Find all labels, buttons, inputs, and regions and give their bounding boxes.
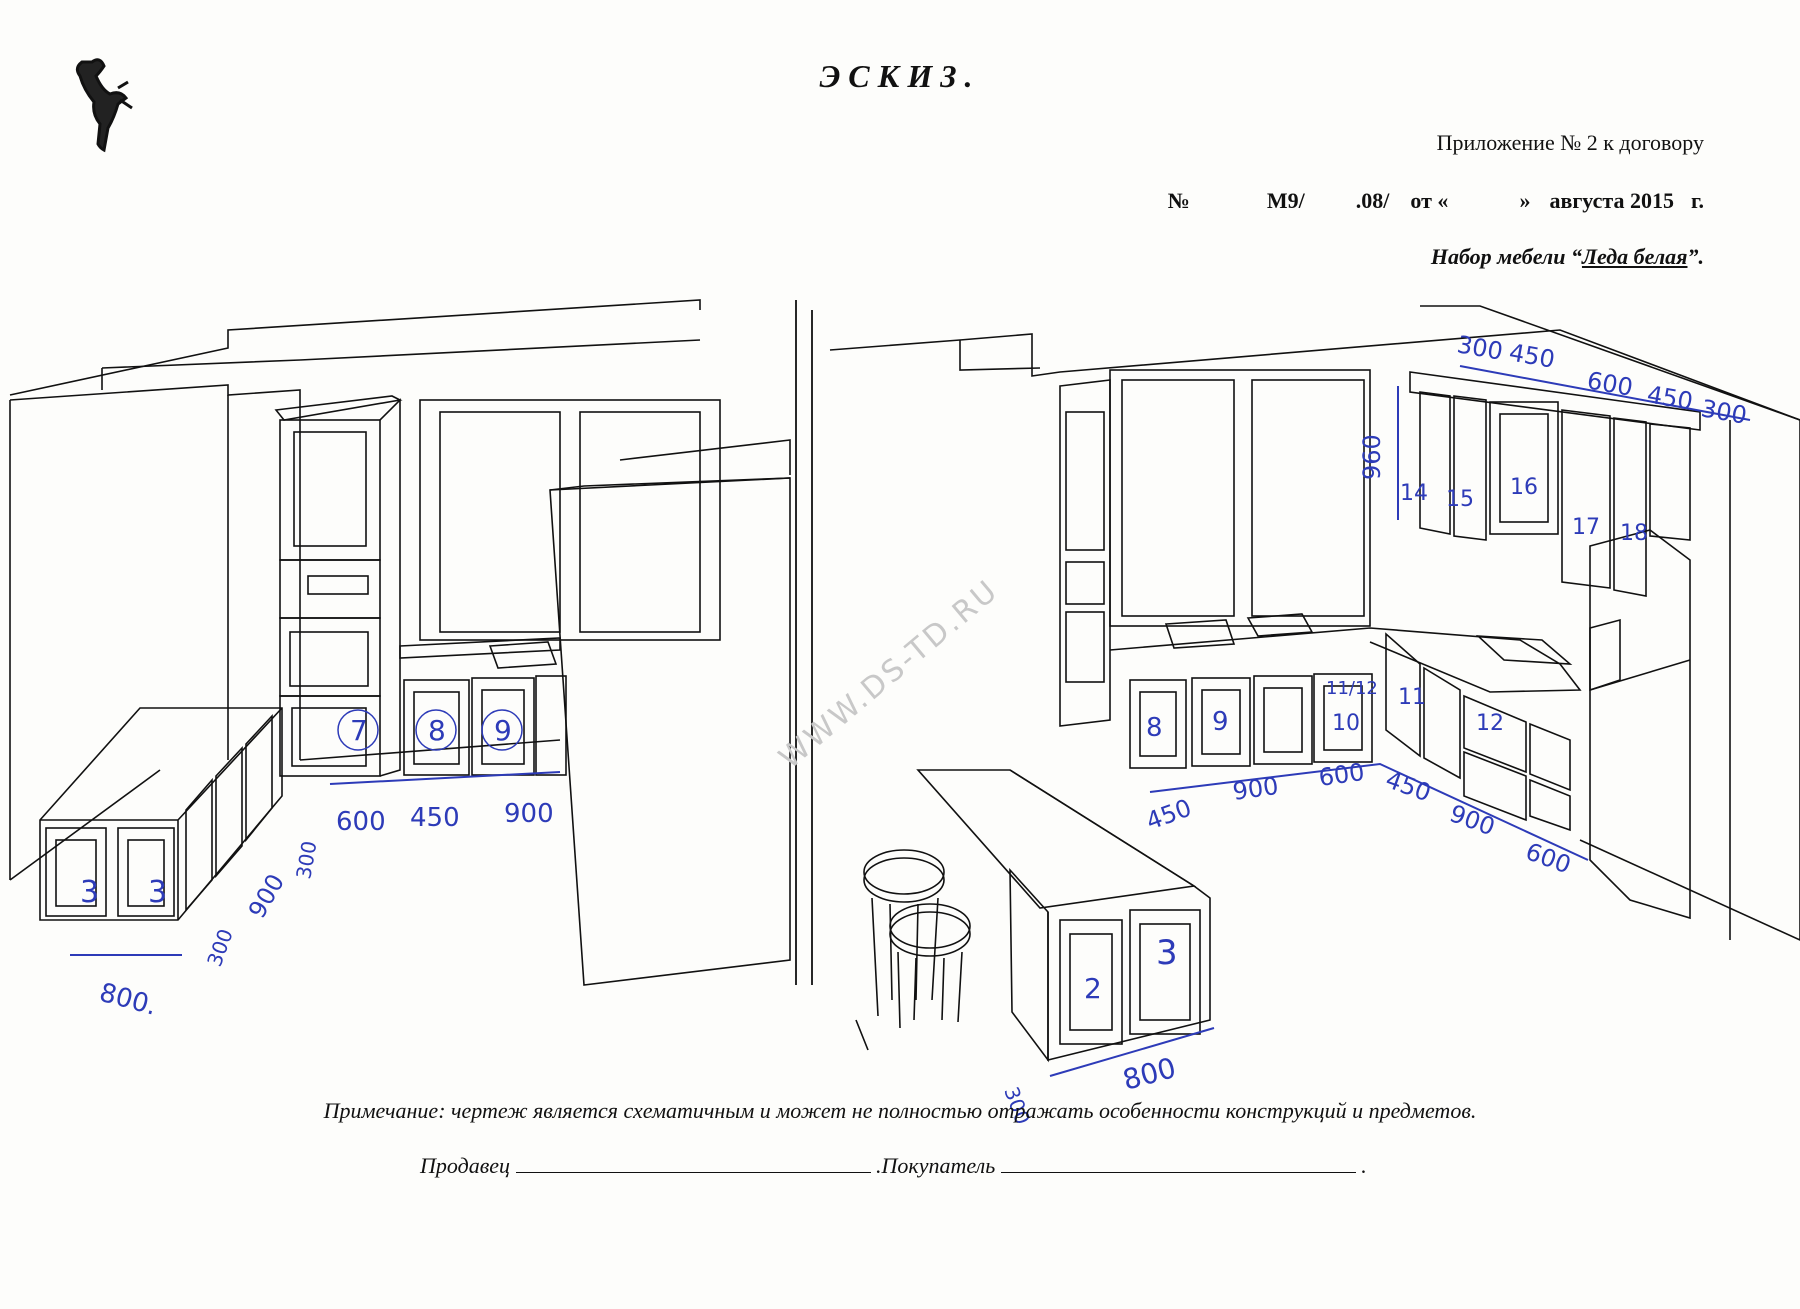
furniture-set-line: Набор мебели “Леда белая”. — [1431, 244, 1704, 270]
module-no: 12 — [1476, 711, 1504, 736]
module-no: 9 — [1212, 707, 1229, 737]
hermes-logo-icon — [75, 58, 133, 153]
module-no: 3 — [148, 875, 167, 910]
contract-date-close: » — [1519, 188, 1531, 213]
module-no: 11 — [1398, 685, 1426, 710]
appendix-line: Приложение № 2 к договору — [1436, 130, 1704, 155]
dim-left-900: 900 — [504, 799, 554, 829]
module-no: 2 — [1084, 972, 1102, 1005]
signatures-line: Продавец .Покупатель . — [420, 1152, 1367, 1179]
view-divider — [795, 300, 813, 985]
module-no: 11/12 — [1326, 678, 1378, 699]
module-no: 15 — [1446, 487, 1474, 512]
contract-month-year: августа 2015 — [1549, 188, 1674, 213]
dim-island-800: 800 — [1119, 1051, 1179, 1097]
dim-left-island-300a: 300 — [202, 926, 238, 970]
dim-left-600: 600 — [336, 807, 386, 837]
contract-no-value: M9/ — [1266, 188, 1305, 213]
module-no: 8 — [1146, 713, 1163, 743]
contract-date-from: от « — [1410, 188, 1449, 213]
disclaimer-note: Примечание: чертеж является схематичным … — [323, 1098, 1477, 1123]
module-no: 10 — [1332, 711, 1360, 736]
dim-left-island-800: 800. — [96, 978, 160, 1022]
watermark-text: WWW.DS-TD.RU — [773, 573, 1006, 777]
dim-upper-height-960: 960 — [1358, 434, 1386, 480]
contract-no-suffix: .08/ — [1355, 188, 1390, 213]
dim-lower-600a: 600 — [1317, 758, 1366, 792]
set-prefix: Набор мебели “ — [1430, 244, 1582, 269]
dim-lower-600b: 600 — [1522, 837, 1575, 879]
set-suffix: ”. — [1687, 244, 1705, 269]
buyer-label: .Покупатель — [876, 1153, 996, 1178]
dim-lower-900a: 900 — [1231, 772, 1280, 806]
seller-signature-field — [515, 1152, 871, 1173]
left-dimensions: 600 450 900 800. 300 900 300 3 3 7 8 9 — [70, 709, 561, 1022]
dim-upper-450b: 450 — [1645, 380, 1695, 416]
right-dimensions: 300 450 600 450 300 960 450 900 600 450 … — [999, 330, 1751, 1128]
dim-left-island-300b: 300 — [291, 839, 321, 881]
buyer-signature-field — [1000, 1152, 1356, 1173]
module-no: 7 — [350, 714, 368, 747]
contract-no-sign: № — [1167, 188, 1190, 213]
dim-upper-450a: 450 — [1507, 338, 1557, 374]
contract-line: № M9/ .08/ от « » августа 2015 г. — [1168, 188, 1704, 214]
dim-left-island-900: 900 — [243, 869, 290, 923]
module-no: 9 — [494, 714, 512, 747]
end-dot: . — [1361, 1153, 1367, 1178]
sketch-title: ЭСКИЗ. — [819, 58, 981, 94]
module-no: 3 — [1156, 933, 1178, 973]
set-model-name: Леда белая — [1581, 244, 1688, 269]
module-no: 3 — [80, 875, 99, 910]
seller-label: Продавец — [420, 1153, 511, 1178]
contract-year-suffix: г. — [1690, 188, 1704, 213]
module-no: 14 — [1400, 481, 1428, 506]
module-no: 17 — [1572, 515, 1600, 540]
module-no: 16 — [1510, 475, 1538, 500]
dim-lower-450a: 450 — [1142, 794, 1195, 836]
right-view — [829, 305, 1800, 1063]
module-no: 8 — [428, 714, 446, 747]
left-view — [9, 299, 791, 986]
module-no: 18 — [1620, 521, 1648, 546]
dim-lower-450b: 450 — [1382, 765, 1435, 807]
dim-left-450: 450 — [410, 803, 460, 833]
